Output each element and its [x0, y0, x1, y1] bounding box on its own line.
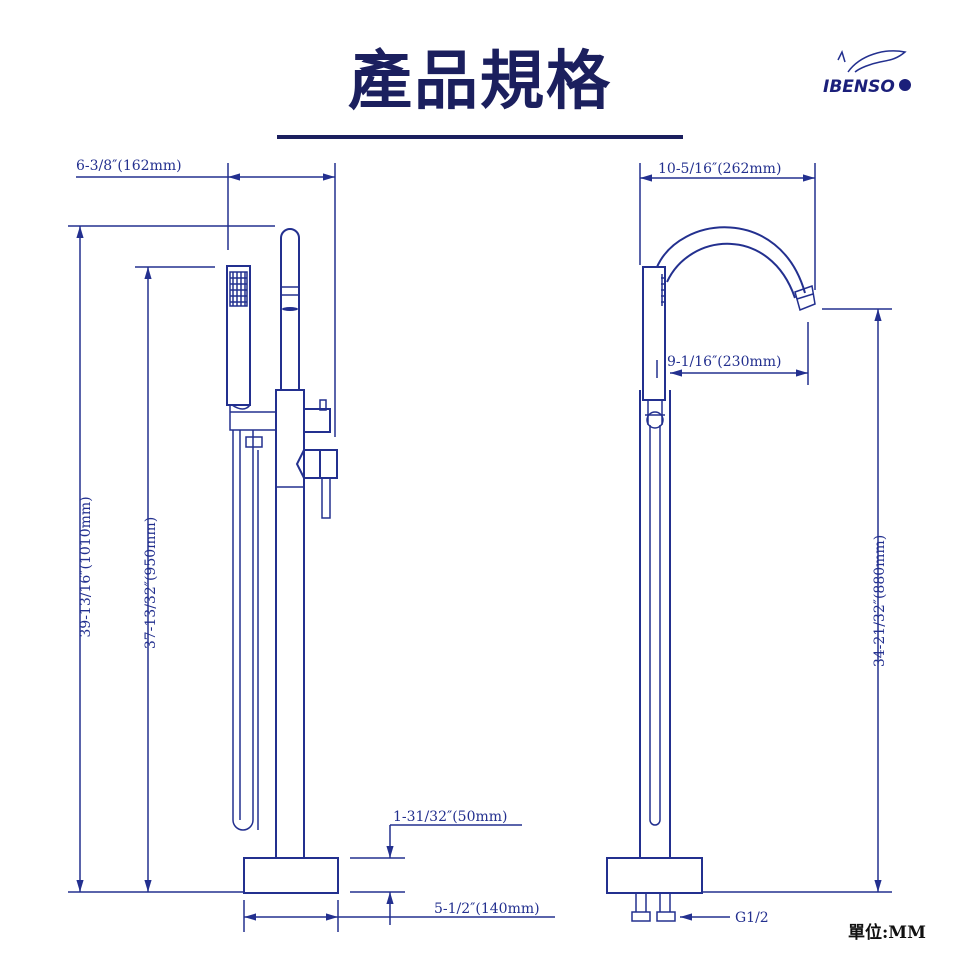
dim-height-950: 37-13/32″(950mm) — [143, 517, 159, 649]
dolphin-icon — [847, 50, 907, 73]
unit-label: 單位:MM — [848, 922, 926, 943]
brand-logo: IBENSO — [823, 49, 911, 97]
label-connector: G1/2 — [735, 910, 769, 926]
page-title: 產品規格 — [348, 44, 612, 119]
dim-height-1010: 39-13/16″(1010mm) — [78, 496, 94, 637]
dim-height-880: 34-21/32″(880mm) — [872, 535, 888, 667]
dim-width-162: 6-3/8″(162mm) — [76, 158, 182, 174]
dim-reach-230: 9-1/16″(230mm) — [667, 354, 782, 370]
title-underline — [277, 135, 683, 139]
logo-text: IBENSO — [823, 77, 895, 97]
dim-base-height-50: 1-31/32″(50mm) — [393, 809, 508, 825]
left-view: 6-3/8″(162mm) 39-13/16″(1010mm) 37-13/32… — [68, 158, 555, 932]
dim-width-262: 10-5/16″(262mm) — [658, 161, 781, 177]
right-view: 10-5/16″(262mm) 9-1/16″(230mm) 34-21/32″… — [606, 161, 892, 926]
dim-base-width-140: 5-1/2″(140mm) — [434, 901, 540, 917]
